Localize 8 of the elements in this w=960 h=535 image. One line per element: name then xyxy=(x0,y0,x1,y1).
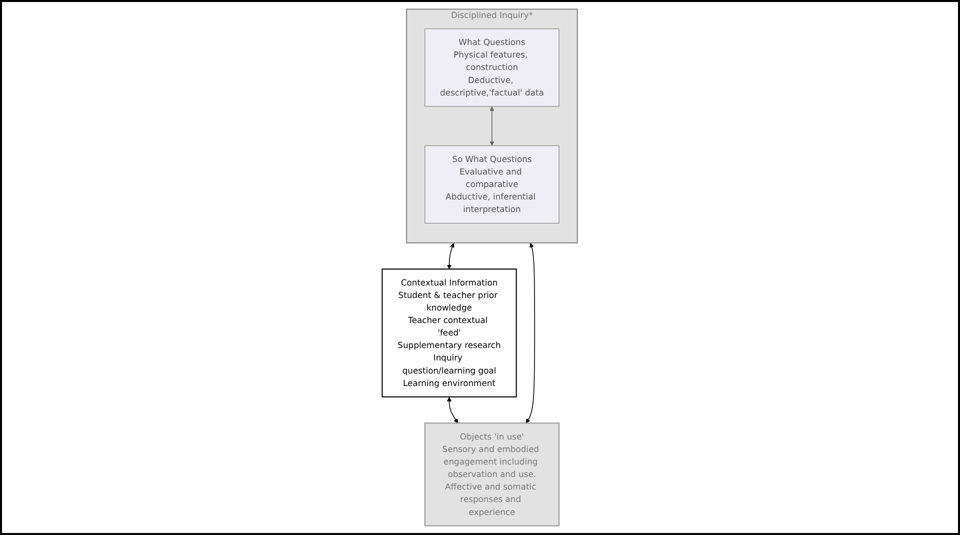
node-box: Contextual Information Student & teacher prior knowledge Teacher contextual 'feed' Supplementary research Inquiry question/learning goal Learning environment xyxy=(382,268,518,398)
node-box: What Questions Physical features, construction Deductive, descriptive,'factual' data xyxy=(424,28,560,107)
node-box: So What Questions Evaluative and comparative Abductive, inferential interpretation xyxy=(424,145,560,224)
arrow xyxy=(490,106,494,146)
node-box: Objects 'in use' Sensory and embodied engagement including observation and use. Affective and somatic responses and experience xyxy=(424,422,560,526)
arrow xyxy=(447,396,458,424)
arrow xyxy=(447,242,455,270)
arrow xyxy=(526,242,536,424)
